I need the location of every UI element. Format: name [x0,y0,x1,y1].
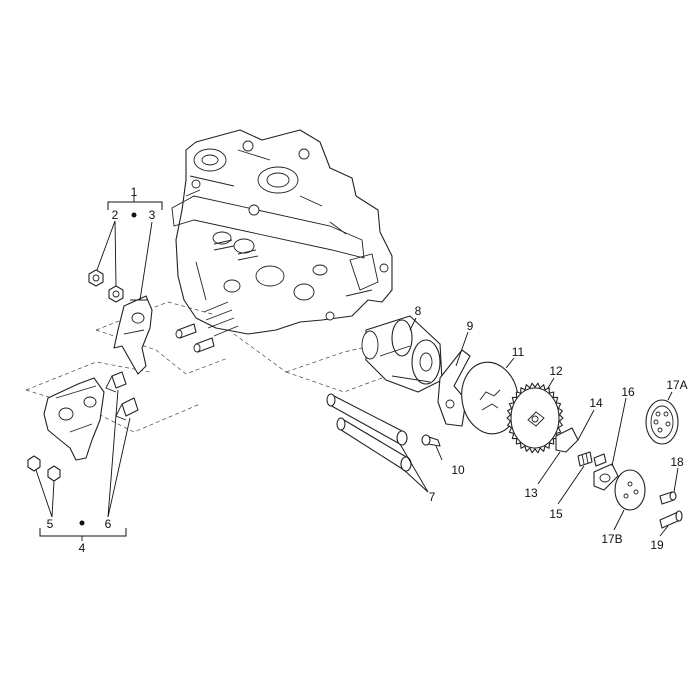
push-rod-lower [336,417,412,472]
cover-17b [614,469,646,511]
callout-4: 4 [79,541,86,555]
screw-18 [659,491,677,505]
screw-6a [105,371,127,393]
callout-6: 6 [105,517,112,531]
callout-8: 8 [415,304,422,318]
bolt-10 [421,434,441,447]
nut-5b [47,465,61,482]
leader-lines [35,212,679,537]
callout-1: 1 [131,185,138,199]
nut-2b [108,285,124,303]
decompressor-weight [555,427,579,453]
tappet-screws [175,323,215,353]
push-rod-upper [326,393,408,446]
callout-17a: 17A [666,378,687,392]
callout-14: 14 [589,396,603,410]
pin-14 [593,453,607,467]
rocker-arm-lower [43,377,105,461]
callout-9: 9 [467,319,474,333]
callout-17b: 17B [601,532,622,546]
screw-19 [659,510,683,529]
callout-15: 15 [549,507,563,521]
camshaft [361,315,443,393]
screw-6b [115,397,139,421]
cover-17a [645,399,679,445]
callout-5: 5 [47,517,54,531]
retainer-16 [593,463,619,491]
callout-2: 2 [112,208,119,222]
callout-7: 7 [429,490,436,504]
callout-12: 12 [549,364,563,378]
callout-19: 19 [650,538,664,552]
callouts: 1 2 3 4 5 6 7 8 9 10 11 12 13 14 15 16 1… [47,185,688,555]
dot-1 [131,212,137,218]
cylinder-head [171,129,393,337]
callout-3: 3 [149,208,156,222]
dot-4 [79,520,85,526]
callout-11: 11 [512,345,525,359]
spring-15 [577,451,593,467]
callout-16: 16 [621,385,635,399]
callout-18: 18 [670,455,684,469]
bracket-1 [107,196,163,210]
callout-10: 10 [451,463,465,477]
nut-2a [88,269,104,287]
rocker-arm-upper [113,295,153,375]
cam-sprocket [506,382,564,454]
bracket-4 [39,528,127,541]
callout-13: 13 [524,486,538,500]
nut-5a [27,455,41,472]
